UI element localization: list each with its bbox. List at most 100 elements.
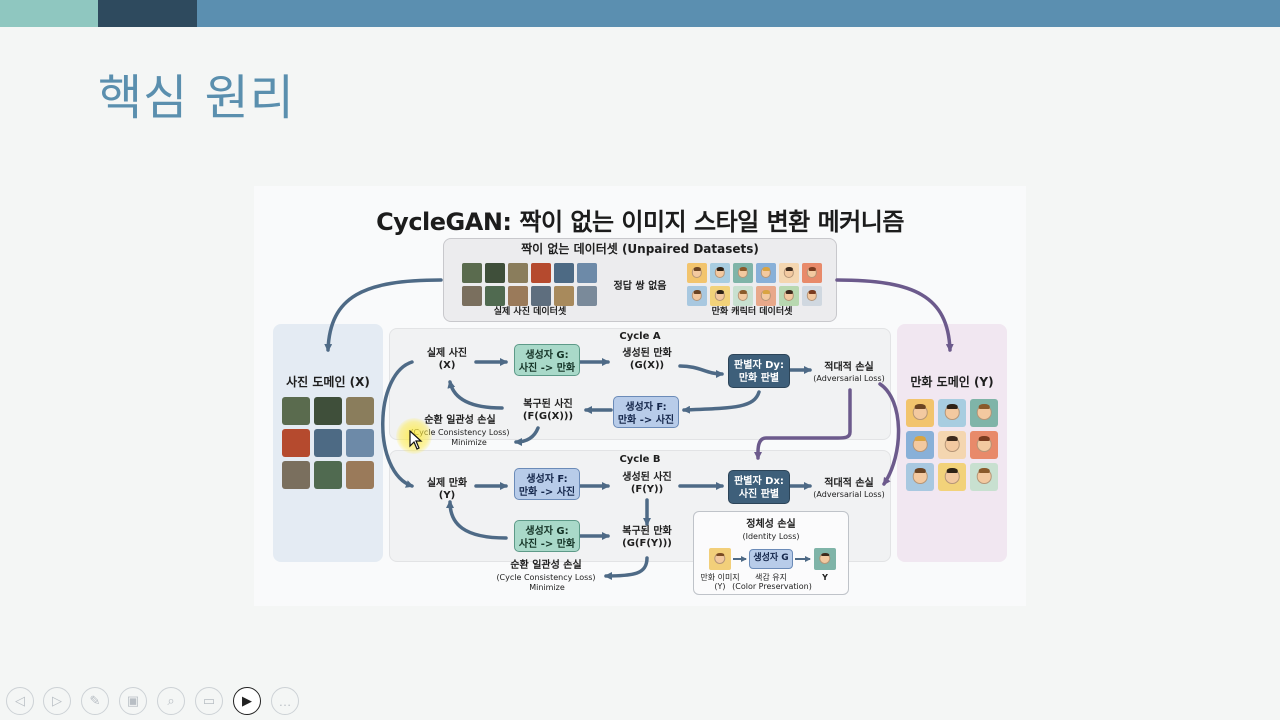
slides-icon: ▣ [126, 693, 140, 708]
photo-dataset-caption: 실제 사진 데이터셋 [493, 307, 567, 317]
thumbnail-image [531, 263, 551, 283]
cycle-a-generated-cartoon: 생성된 만화 (G(X)) [622, 348, 672, 371]
cycle-b-cycle-loss-sub: (Cycle Consistency Loss) [496, 573, 596, 582]
identity-subtitle: (Identity Loss) [742, 532, 800, 541]
identity-generator-g: 생성자 G [749, 549, 793, 569]
identity-mid-sub: (Color Preservation) [732, 582, 812, 591]
cartoon-face [976, 436, 992, 452]
thumbnail-image [733, 263, 753, 283]
cycle-b-recovered-cartoon: 복구된 만화 (G(F(Y))) [622, 526, 672, 549]
thumbnail-image [802, 286, 822, 306]
identity-input-sub: (Y) [714, 582, 726, 591]
thumbnail-image [508, 286, 528, 306]
unpaired-middle: 정답 쌍 없음 [613, 281, 667, 292]
thumbnail-image [346, 461, 374, 489]
identity-input-caption: 만화 이미지 [700, 573, 740, 582]
cycle-a-recovered-photo: 복구된 사진 (F(G(X))) [522, 399, 574, 422]
cartoon-face [714, 290, 726, 301]
cycle-b-discriminator-dx: 판별자 Dx: 사진 판별 [728, 470, 790, 504]
cartoon-face [691, 290, 703, 301]
thumbnail-image [346, 397, 374, 425]
cycle-b-generator-g: 생성자 G: 사진 -> 만화 [514, 520, 580, 552]
cycle-b-real-cartoon: 실제 만화 (Y) [426, 478, 468, 501]
thumbnail-image [906, 463, 934, 491]
cartoon-face [760, 290, 772, 301]
thumbnail-image [938, 399, 966, 427]
subtitle-icon: ▭ [202, 693, 216, 708]
subtitle-button[interactable]: ▭ [195, 687, 223, 715]
more-icon: … [278, 693, 292, 709]
identity-input-thumb [709, 548, 731, 570]
cartoon-face [760, 267, 772, 278]
cartoon-face [737, 267, 749, 278]
cycle-a-adv-loss-title: 적대적 손실 [824, 362, 874, 373]
thumbnail-image [710, 286, 730, 306]
cycle-b-cycle-loss-title: 순환 일관성 손실 [510, 560, 582, 571]
thumbnail-image [906, 399, 934, 427]
cycle-b-generator-f: 생성자 F: 만화 -> 사진 [514, 468, 580, 500]
top-accent-segment-2 [98, 0, 197, 27]
cartoon-face [976, 468, 992, 484]
thumbnail-image [314, 461, 342, 489]
cycle-a-cycle-loss-title: 순환 일관성 손실 [424, 415, 496, 426]
thumbnail-image [577, 263, 597, 283]
thumbnail-image [485, 263, 505, 283]
cartoon-face [737, 290, 749, 301]
thumbnail-image [938, 463, 966, 491]
figure-title: CycleGAN: 짝이 없는 이미지 스타일 변환 메커니즘 [376, 208, 904, 236]
pen-button[interactable]: ✎ [81, 687, 109, 715]
cycle-a-adv-loss-sub: (Adversarial Loss) [813, 374, 885, 383]
cartoon-face [806, 290, 818, 301]
thumbnail-image [779, 286, 799, 306]
cycle-b-adv-loss-sub: (Adversarial Loss) [813, 490, 885, 499]
thumbnail-image [346, 429, 374, 457]
flow-arrows [324, 278, 954, 580]
camera-icon: ▶ [242, 693, 252, 708]
cyclegan-figure: CycleGAN: 짝이 없는 이미지 스타일 변환 메커니즘 [254, 186, 1026, 606]
cycle-a-cycle-loss-sub: (Cycle Consistency Loss) [410, 428, 510, 437]
photo-domain-label: 사진 도메인 (X) [286, 375, 370, 389]
cycle-a-generator-f: 생성자 F: 만화 -> 사진 [613, 396, 679, 428]
cartoon-face [912, 404, 928, 420]
cycle-b-generated-photo: 생성된 사진 (F(Y)) [622, 472, 672, 495]
cycle-a-generator-g: 생성자 G: 사진 -> 만화 [514, 344, 580, 376]
thumbnail-image [531, 286, 551, 306]
cycle-b-cycle-loss-minimize: Minimize [529, 583, 565, 592]
thumbnail-image [282, 429, 310, 457]
cartoon-face [806, 267, 818, 278]
prev-button[interactable]: ◁ [6, 687, 34, 715]
cartoon-face [944, 404, 960, 420]
next-icon: ▷ [52, 693, 62, 708]
cartoon-face [944, 436, 960, 452]
top-accent-bar [0, 0, 1280, 27]
zoom-button[interactable]: ⌕ [157, 687, 185, 715]
thumbnail-image [687, 286, 707, 306]
cartoon-face [691, 267, 703, 278]
cartoon-dataset-caption: 만화 캐릭터 데이터셋 [711, 307, 793, 317]
thumbnail-image [554, 263, 574, 283]
thumbnail-image [508, 263, 528, 283]
identity-output-thumb [814, 548, 836, 570]
thumbnail-image [314, 397, 342, 425]
next-button[interactable]: ▷ [43, 687, 71, 715]
cycle-b-adv-loss-title: 적대적 손실 [824, 478, 874, 489]
thumbnail-image [970, 463, 998, 491]
thumbnail-image [314, 429, 342, 457]
thumbnail-image [906, 431, 934, 459]
pen-icon: ✎ [89, 693, 101, 708]
thumbnail-image [756, 286, 776, 306]
thumbnail-image [577, 286, 597, 306]
camera-button[interactable]: ▶ [233, 687, 261, 715]
thumbnail-image [733, 286, 753, 306]
more-button[interactable]: … [271, 687, 299, 715]
cartoon-face [714, 267, 726, 278]
thumbnail-image [710, 263, 730, 283]
cartoon-face [783, 290, 795, 301]
identity-title: 정체성 손실 [746, 519, 796, 530]
zoom-icon: ⌕ [167, 693, 175, 708]
slides-button[interactable]: ▣ [119, 687, 147, 715]
cycle-b-label: Cycle B [619, 454, 661, 465]
cartoon-face [912, 436, 928, 452]
cycle-a-label: Cycle A [619, 331, 661, 342]
slide-title: 핵심 원리 [98, 70, 295, 126]
